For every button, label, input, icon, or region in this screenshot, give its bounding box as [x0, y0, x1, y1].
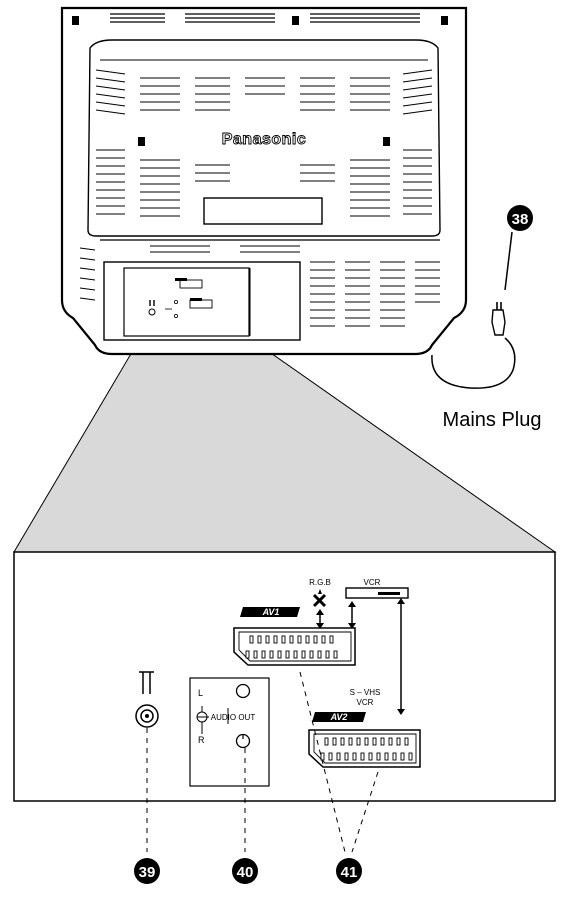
aerial-socket	[135, 671, 159, 728]
satellite-icon	[312, 589, 327, 608]
brand-logo: Panasonic	[222, 131, 307, 148]
svhs-vcr-label: VCR	[357, 698, 374, 707]
av2-label: AV2	[330, 712, 348, 722]
callout-39-badge	[134, 858, 160, 884]
rgb-label: R.G.B	[309, 578, 331, 587]
zoom-projection	[13, 329, 557, 553]
svhs-label: S – VHS	[350, 688, 381, 697]
audio-left-label: L	[198, 688, 203, 698]
mains-plug-caption: Mains Plug	[443, 409, 542, 431]
callout-40-badge	[232, 858, 258, 884]
callout-39: 39	[139, 864, 156, 881]
callout-38: 38	[512, 211, 529, 228]
audio-right-label: R	[198, 735, 205, 745]
connector-panel	[13, 551, 556, 802]
av1-label: AV1	[262, 607, 280, 617]
scart-pins	[245, 635, 413, 761]
audio-out-label: AUDIO OUT	[211, 713, 256, 722]
mains-plug	[431, 231, 516, 389]
vcr-icon	[345, 587, 409, 599]
callout-38-badge	[507, 205, 533, 231]
callout-41: 41	[341, 864, 358, 881]
tv-back-housing	[60, 6, 468, 356]
callout-40: 40	[237, 864, 254, 881]
audio-out-group	[189, 677, 270, 787]
callout-41-badge	[336, 858, 362, 884]
leader-lines	[146, 671, 379, 853]
vcr-label: VCR	[364, 578, 381, 587]
